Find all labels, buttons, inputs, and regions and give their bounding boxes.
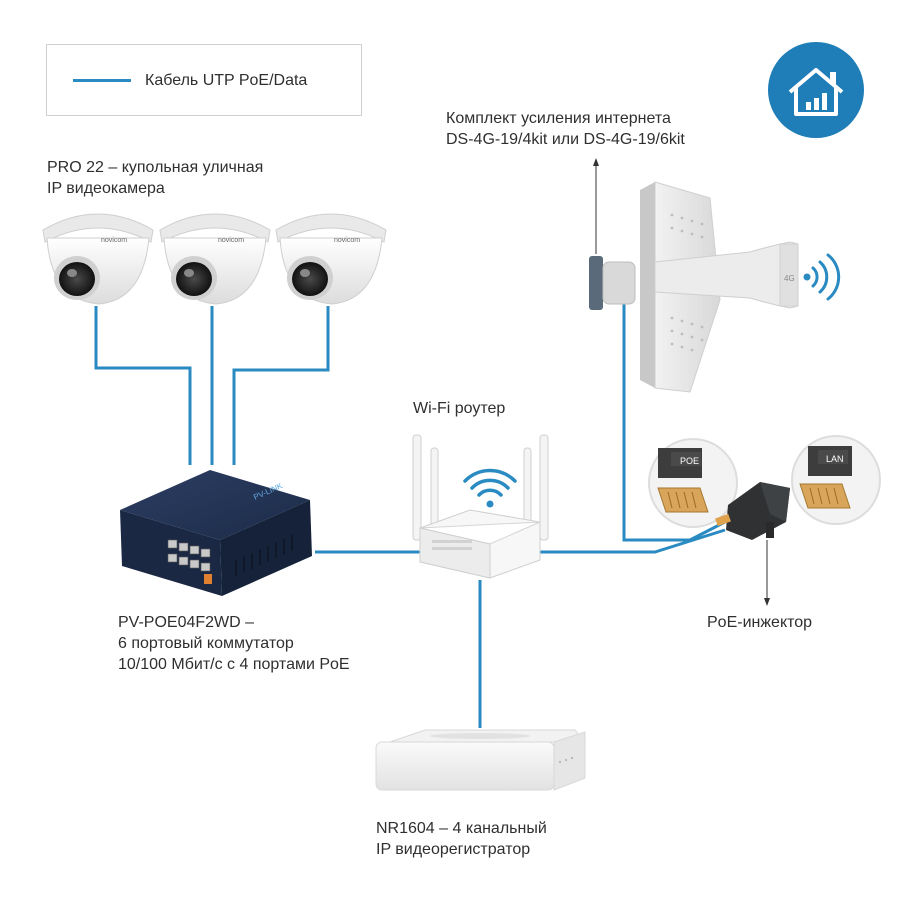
injector-port-poe-label: POE [680,456,699,466]
cable-router-injector [540,528,726,554]
nvr-title: NR1604 – 4 канальный IP видеорегистратор [376,818,547,860]
home-signal-icon [788,68,844,116]
camera-2-brand: novicom [218,237,244,244]
switch-title-line2: 6 портовый коммутатор [118,635,294,652]
nvr-recorder [375,729,587,791]
wifi-router [412,434,549,579]
switch-title-line1: PV-POE04F2WD – [118,614,255,631]
antenna-title: Комплект усиления интернета DS-4G-19/4ki… [446,108,685,150]
nvr-title-line1: NR1604 – 4 канальный [376,820,547,837]
cable-camera-1 [94,306,192,465]
camera-3-brand: novicom [334,237,360,244]
antenna-vent-pattern [670,213,704,352]
antenna-pointer-arrow [593,158,599,166]
camera-1: novicom [42,213,154,305]
legend-cable-label: Кабель UTP PoE/Data [145,72,308,89]
cable-antenna-injector [622,300,726,542]
switch-title-line3: 10/100 Мбит/с с 4 портами PoE [118,656,350,673]
poe-switch: PV-LINK [120,470,312,596]
camera-2: novicom [159,213,271,305]
camera-3: novicom [275,213,387,305]
cable-camera-3 [232,306,330,465]
wifi-signal-icon [463,468,517,508]
antenna-brand: 4G [784,274,795,283]
4g-antenna: 4G [589,158,841,393]
antenna-title-line2: DS-4G-19/4kit или DS-4G-19/6kit [446,131,685,148]
poe-injector: POE LAN [648,435,881,606]
router-title: Wi-Fi роутер [413,400,506,417]
home-signal-badge [768,42,864,138]
legend-cable-line [73,79,131,82]
legend: Кабель UTP PoE/Data [46,44,362,116]
signal-waves-icon [803,253,841,301]
injector-pointer-arrow [764,598,770,606]
nvr-title-line2: IP видеорегистратор [376,841,531,858]
switch-title: PV-POE04F2WD – 6 портовый коммутатор 10/… [118,612,350,675]
camera-title: PRO 22 – купольная уличная IP видеокамер… [47,157,263,199]
camera-title-line1: PRO 22 – купольная уличная [47,159,264,176]
injector-port-lan-label: LAN [826,454,844,464]
cables [94,300,726,728]
camera-title-line2: IP видеокамера [47,180,165,197]
injector-title: PoE-инжектор [707,614,813,631]
camera-1-brand: novicom [101,237,127,244]
antenna-title-line1: Комплект усиления интернета [446,110,671,127]
